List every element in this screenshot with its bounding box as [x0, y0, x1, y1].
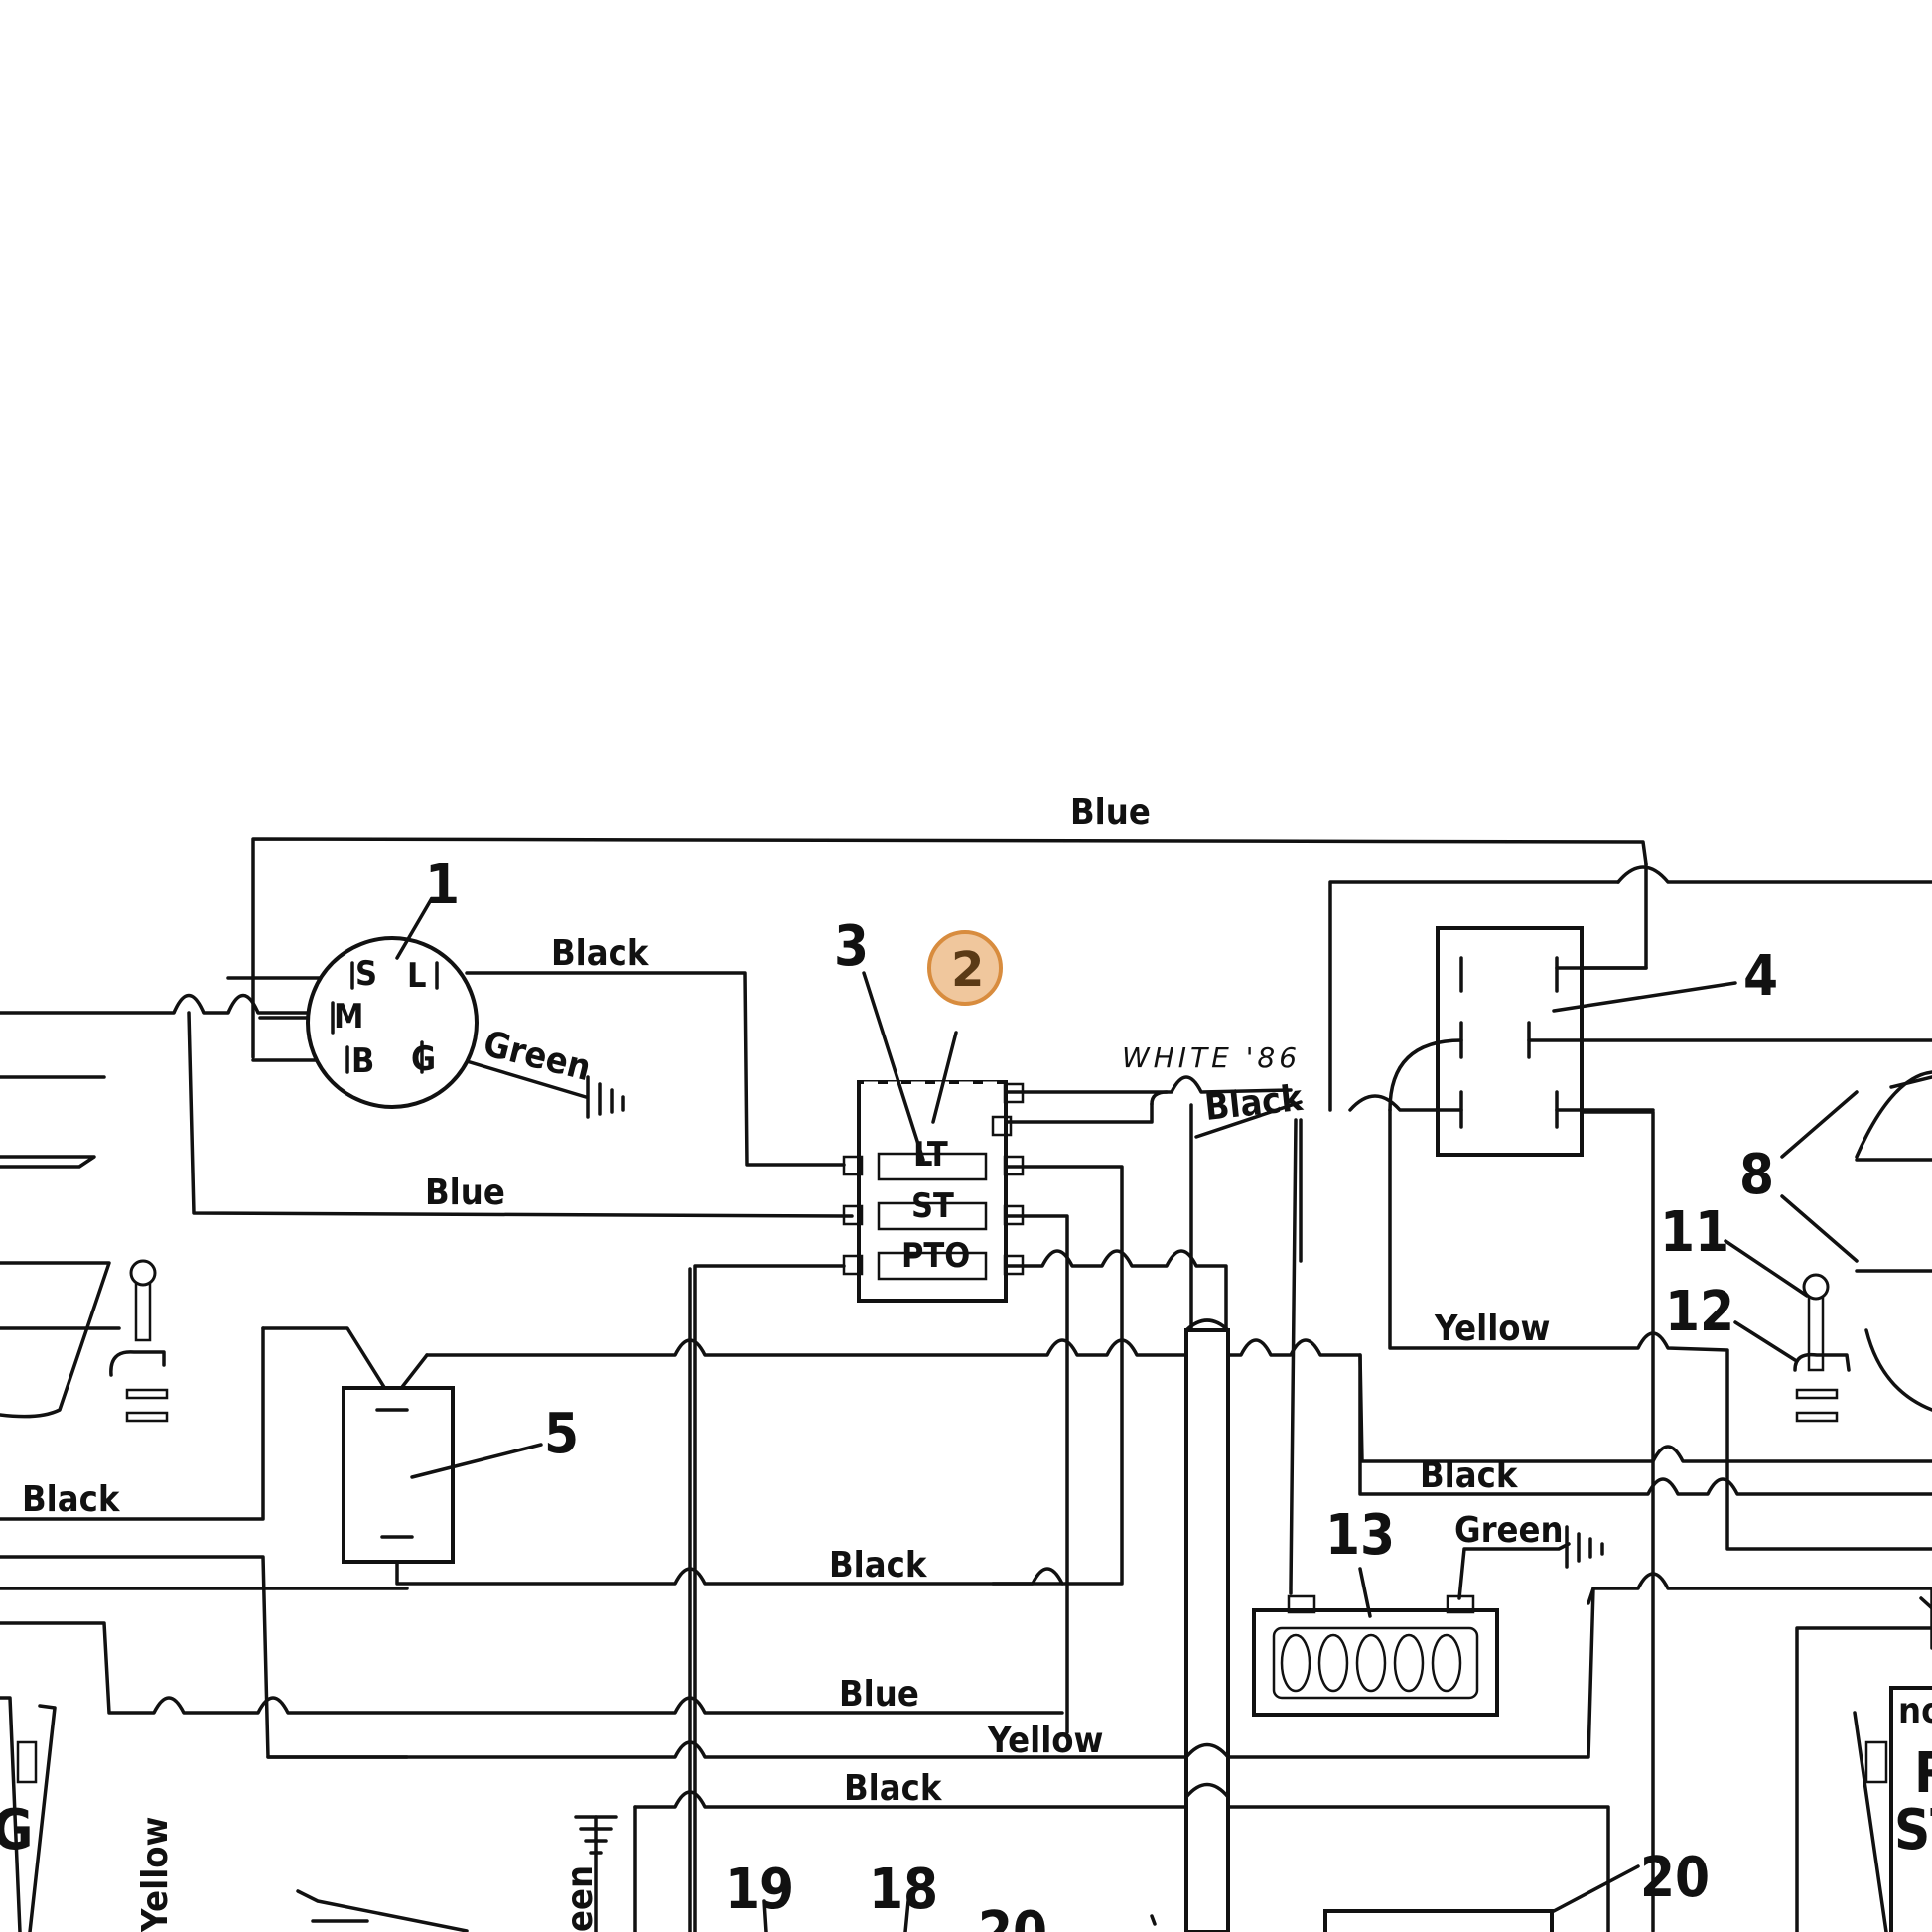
- component-number-5: 5: [544, 1402, 579, 1466]
- component-number-4: 4: [1743, 944, 1778, 1009]
- wire-label-yellow-vertical: Yellow: [135, 1817, 176, 1932]
- handwritten-annotation: WHITE '86: [1122, 1041, 1301, 1074]
- ground-symbol-vertical: [574, 1815, 618, 1932]
- wire-label-green-vertical: een: [560, 1865, 601, 1932]
- edge-fragment-r: R: [1914, 1741, 1932, 1806]
- wire-label-blue-low: Blue: [839, 1674, 919, 1715]
- switch-row-st: ST: [911, 1186, 954, 1226]
- ignition-terminal-l: L: [407, 956, 427, 996]
- wire-label-yellow-right: Yellow: [1434, 1309, 1550, 1349]
- wires: [0, 837, 1932, 1932]
- leader-lines: [862, 971, 1737, 1162]
- component-number-8: 8: [1739, 1143, 1774, 1207]
- ground-symbol-ignition: [586, 1075, 625, 1119]
- bottom-right-parts: [762, 1587, 1932, 1932]
- wire-label-black-ignition: Black: [551, 933, 650, 974]
- component-number-11: 11: [1660, 1200, 1729, 1265]
- relay: [1348, 926, 1932, 1157]
- wire-label-black-mid: Black: [829, 1545, 928, 1586]
- switch-row-pto: PTO: [901, 1236, 970, 1276]
- wire-label-black-low: Black: [844, 1768, 943, 1809]
- wire-label-black-right: Black: [1203, 1078, 1307, 1129]
- callout-2-circle: [927, 930, 1003, 1006]
- edge-fragments: no R ST G: [0, 1691, 1932, 1863]
- edge-fragment-st: ST: [1894, 1798, 1932, 1863]
- wire-label-green-battery: Green: [1454, 1510, 1564, 1551]
- ground-symbol-battery: [1565, 1525, 1604, 1569]
- edge-fragment-no: no: [1898, 1691, 1932, 1731]
- right-lamp: [1724, 1070, 1932, 1423]
- component-number-20-b: 20: [1640, 1846, 1710, 1910]
- wire-label-blue-top: Blue: [1070, 792, 1151, 833]
- callout-2-label: 2: [951, 942, 984, 998]
- callout-2: 2: [927, 930, 1003, 1006]
- component-number-19: 19: [725, 1858, 794, 1922]
- cable-bundle: [1184, 1318, 1230, 1932]
- component-numbers: 1 3 4 5 8 11 12 13 19 18 20 20: [425, 853, 1778, 1932]
- component-number-13: 13: [1325, 1503, 1395, 1568]
- ignition-terminal-s: S: [355, 954, 377, 994]
- wire-label-black-battery: Black: [1420, 1455, 1519, 1496]
- component-number-12: 12: [1665, 1280, 1734, 1344]
- module: [342, 1386, 543, 1564]
- switch-box: LT ST PTO: [842, 1080, 1025, 1303]
- left-lamp: [0, 1075, 169, 1423]
- component-number-3: 3: [834, 914, 869, 979]
- wire-labels: Blue Black Green Blue Black Black Yellow…: [22, 792, 1564, 1932]
- wire-label-blue-left: Blue: [425, 1173, 505, 1213]
- component-number-18: 18: [869, 1858, 938, 1922]
- wire-label-green-ignition: Green: [480, 1024, 595, 1089]
- component-number-1: 1: [425, 853, 460, 917]
- battery: [1252, 1567, 1499, 1717]
- ignition-terminal-m: M: [334, 997, 363, 1036]
- ignition-switch: S L M B G: [306, 897, 479, 1109]
- edge-fragment-g: G: [0, 1798, 33, 1863]
- component-number-20-a: 20: [978, 1900, 1047, 1932]
- wire-label-yellow-low: Yellow: [987, 1721, 1103, 1761]
- bottom-left-parts: [0, 1696, 469, 1932]
- wire-label-black-left: Black: [22, 1479, 121, 1520]
- ignition-terminal-b: B: [351, 1041, 374, 1081]
- ignition-terminal-g: G: [411, 1039, 436, 1079]
